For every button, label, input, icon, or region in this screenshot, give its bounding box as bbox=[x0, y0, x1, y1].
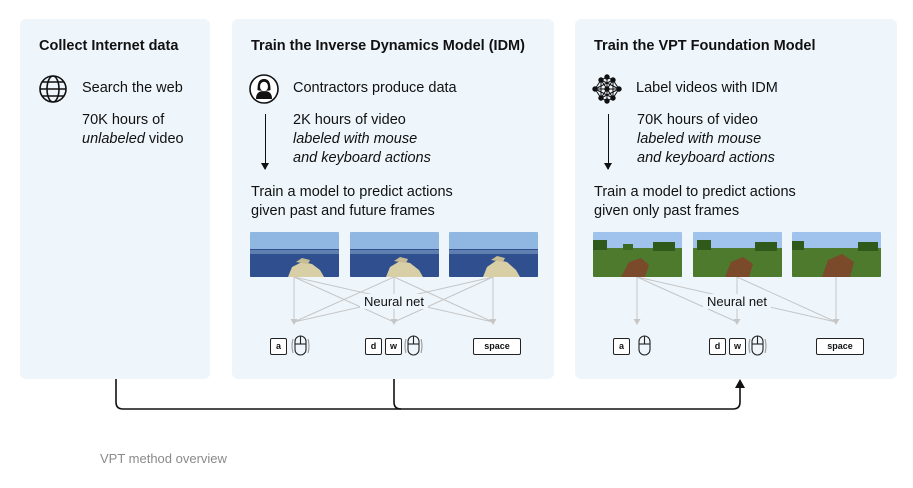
vpt-train-line-2: given only past frames bbox=[594, 203, 740, 219]
mouse-icon bbox=[403, 333, 423, 359]
collect-hours-line: 70K hours of bbox=[82, 112, 165, 128]
key-w: w bbox=[385, 338, 402, 355]
person-icon bbox=[249, 74, 279, 104]
collect-data-panel bbox=[20, 19, 210, 379]
idm-step-label: Contractors produce data bbox=[293, 80, 457, 96]
vpt-panel-title: Train the VPT Foundation Model bbox=[594, 38, 816, 54]
globe-icon bbox=[38, 74, 68, 104]
neural-network-icon bbox=[592, 74, 622, 104]
idm-frame-1 bbox=[250, 232, 339, 277]
idm-down-arrow bbox=[261, 114, 269, 170]
idm-frame-2 bbox=[350, 232, 439, 277]
key-w: w bbox=[729, 338, 746, 355]
key-space: space bbox=[473, 338, 521, 355]
idm-panel-title: Train the Inverse Dynamics Model (IDM) bbox=[251, 38, 525, 54]
vpt-train-line-1: Train a model to predict actions bbox=[594, 184, 796, 200]
figure-caption: VPT method overview bbox=[100, 451, 227, 466]
key-a: a bbox=[613, 338, 630, 355]
idm-train-line-2: given past and future frames bbox=[251, 203, 435, 219]
mouse-icon bbox=[747, 333, 767, 359]
idm-frame-3 bbox=[449, 232, 538, 277]
collect-panel-title: Collect Internet data bbox=[39, 38, 179, 54]
collect-hours-detail: unlabeled video bbox=[82, 130, 184, 149]
mouse-icon bbox=[634, 333, 654, 359]
vpt-data-line-3: and keyboard actions bbox=[637, 150, 775, 166]
key-a: a bbox=[270, 338, 287, 355]
idm-data-line-3: and keyboard actions bbox=[293, 150, 431, 166]
video-word: video bbox=[144, 131, 184, 147]
idm-data-line-2: labeled with mouse bbox=[293, 131, 418, 147]
vpt-frame-1 bbox=[593, 232, 682, 277]
vpt-data-line-2: labeled with mouse bbox=[637, 131, 762, 147]
collect-step-label: Search the web bbox=[82, 80, 183, 96]
vpt-frame-3 bbox=[792, 232, 881, 277]
mouse-icon bbox=[290, 333, 310, 359]
idm-data-line-1: 2K hours of video bbox=[293, 112, 406, 128]
idm-train-line-1: Train a model to predict actions bbox=[251, 184, 453, 200]
vpt-down-arrow bbox=[604, 114, 612, 170]
key-d: d bbox=[709, 338, 726, 355]
vpt-data-line-1: 70K hours of video bbox=[637, 112, 758, 128]
vpt-step-label: Label videos with IDM bbox=[636, 80, 778, 96]
vpt-neural-net-label: Neural net bbox=[703, 294, 771, 309]
vpt-frame-2 bbox=[693, 232, 782, 277]
unlabeled-word: unlabeled bbox=[82, 131, 145, 147]
key-space: space bbox=[816, 338, 864, 355]
idm-neural-net-label: Neural net bbox=[360, 294, 428, 309]
key-d: d bbox=[365, 338, 382, 355]
